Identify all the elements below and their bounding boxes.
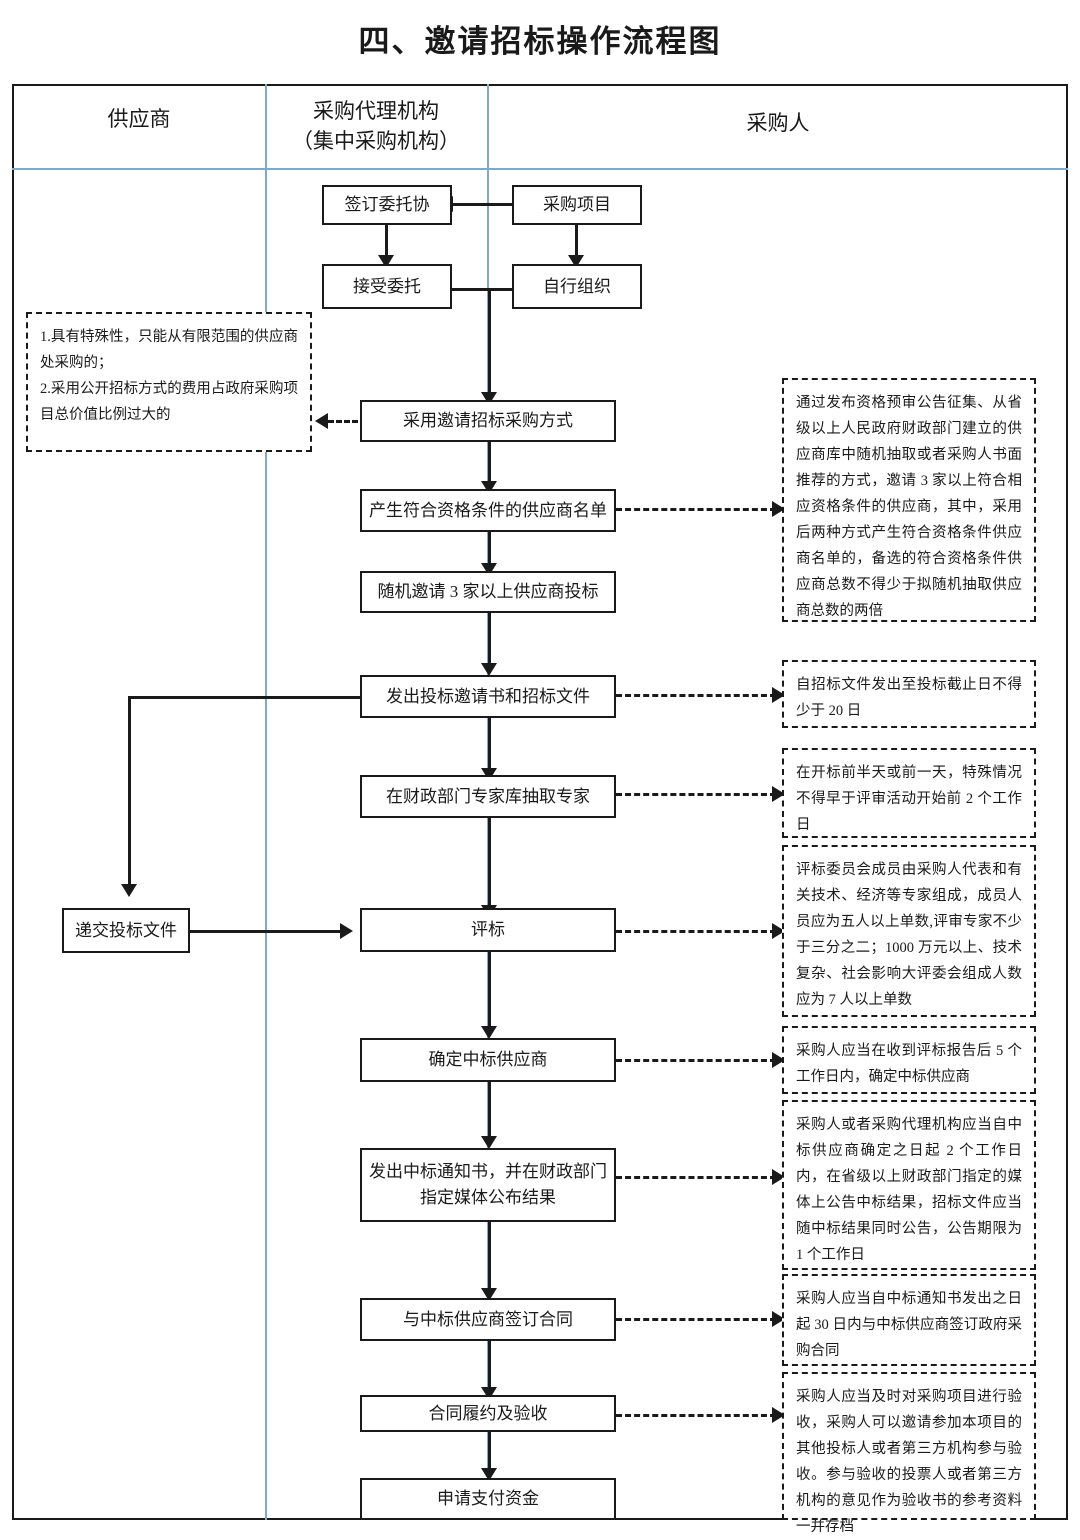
connector-project-to-sign xyxy=(452,203,520,206)
connector-issue-to-experts xyxy=(488,718,491,776)
note-acceptance-rule: 采购人应当及时对采购项目进行验收，采购人可以邀请参加本项目的其他投标人或者第三方… xyxy=(782,1372,1036,1535)
arrow-perform-to-payment xyxy=(481,1468,497,1481)
arrow-notice-to-note xyxy=(772,1169,785,1185)
arrow-issue-to-note xyxy=(772,687,785,703)
lane-header-agency-line1: 采购代理机构 xyxy=(313,99,439,123)
arrow-eval-to-note xyxy=(772,923,785,939)
dconnector-eval-to-note xyxy=(616,930,776,933)
node-qualified-supplier-list[interactable]: 产生符合资格条件的供应商名单 xyxy=(360,489,616,532)
lane-header-agency-line2: （集中采购机构） xyxy=(292,129,460,153)
dconnector-invited-to-left-note xyxy=(328,420,366,423)
lane-header-buyer: 采购人 xyxy=(746,111,810,135)
note-contract-sign-rule: 采购人应当自中标通知书发出之日起 30 日内与中标供应商签订政府采购合同 xyxy=(782,1274,1036,1366)
connector-sign-to-accept xyxy=(385,225,388,263)
node-issue-award-notice-line1: 发出中标通知书，并在财政部门 xyxy=(369,1162,607,1181)
lane-divider-supplier-agency xyxy=(265,84,267,1520)
connector-notice-to-contract xyxy=(488,1222,491,1296)
connector-project-to-self xyxy=(575,225,578,263)
note-determine-winner-rule: 采购人应当在收到评标报告后 5 个工作日内，确定中标供应商 xyxy=(782,1026,1036,1094)
node-determine-winner[interactable]: 确定中标供应商 xyxy=(360,1038,616,1082)
arrow-eval-to-winner xyxy=(481,1026,497,1039)
arrow-winner-to-note xyxy=(772,1052,785,1068)
node-apply-payment[interactable]: 申请支付资金 xyxy=(360,1478,616,1520)
node-issue-award-notice-line2: 指定媒体公布结果 xyxy=(420,1188,556,1207)
note-award-announce-rule: 采购人或者采购代理机构应当自中标供应商确定之日起 2 个工作日内，在省级以上财政… xyxy=(782,1100,1036,1270)
note-bid-deadline-rule: 自招标文件发出至投标截止日不得少于 20 日 xyxy=(782,660,1036,728)
note-expert-draw-rule: 在开标前半天或前一天，特殊情况不得早于评审活动开始前 2 个工作日 xyxy=(782,748,1036,838)
connector-perform-to-payment xyxy=(488,1432,491,1476)
note-evaluation-committee-rule: 评标委员会成员由采购人代表和有关技术、经济等专家组成，成员人员应为五人以上单数,… xyxy=(782,845,1036,1017)
node-submit-bid-docs[interactable]: 递交投标文件 xyxy=(62,908,190,953)
lane-header-supplier: 供应商 xyxy=(107,107,171,131)
lane-header-separator xyxy=(12,168,1068,170)
node-bid-evaluation[interactable]: 评标 xyxy=(360,908,616,952)
note-left-conditions: 1.具有特殊性，只能从有限范围的供应商处采购的； 2.采用公开招标方式的费用占政… xyxy=(26,312,312,452)
dconnector-issue-to-note xyxy=(616,694,776,697)
node-accept-entrust[interactable]: 接受委托 xyxy=(322,264,452,309)
node-contract-performance[interactable]: 合同履约及验收 xyxy=(360,1395,616,1432)
connector-issue-to-submit-h xyxy=(128,696,360,699)
node-sign-contract[interactable]: 与中标供应商签订合同 xyxy=(360,1298,616,1341)
arrow-experts-to-note xyxy=(772,786,785,802)
connector-eval-to-winner xyxy=(488,952,491,1034)
node-purchase-project[interactable]: 采购项目 xyxy=(512,185,642,225)
arrow-issue-to-submit xyxy=(121,884,137,897)
arrow-submit-to-eval xyxy=(340,923,353,939)
arrow-invited-to-left-note xyxy=(315,413,328,429)
node-self-organize[interactable]: 自行组织 xyxy=(512,264,642,309)
connector-winner-to-notice xyxy=(488,1082,491,1144)
node-sign-entrust[interactable]: 签订委托协 xyxy=(322,185,452,225)
arrow-invite3-to-issue xyxy=(481,663,497,676)
connector-invited-to-list xyxy=(488,442,491,490)
connector-invite3-to-issue xyxy=(488,613,491,671)
dconnector-notice-to-note xyxy=(616,1176,776,1179)
dconnector-winner-to-note xyxy=(616,1059,776,1062)
connector-list-to-invite3 xyxy=(488,532,491,572)
dconnector-perform-to-note xyxy=(616,1414,776,1417)
note-qualified-supplier-rule: 通过发布资格预审公告征集、从省级以上人民政府财政部门建立的供应商库中随机抽取或者… xyxy=(782,378,1036,622)
node-issue-invitation-docs[interactable]: 发出投标邀请书和招标文件 xyxy=(360,675,616,718)
dconnector-experts-to-note xyxy=(616,793,776,796)
arrow-perform-to-note xyxy=(772,1407,785,1423)
connector-merge-down xyxy=(488,288,491,400)
connector-contract-to-perform xyxy=(488,1341,491,1395)
node-issue-award-notice[interactable]: 发出中标通知书，并在财政部门 指定媒体公布结果 xyxy=(360,1148,616,1222)
connector-submit-to-eval xyxy=(190,930,342,933)
dconnector-list-to-note xyxy=(616,508,776,511)
page-title: 四、邀请招标操作流程图 xyxy=(358,24,722,59)
dconnector-contract-to-note xyxy=(616,1318,776,1321)
node-draw-experts[interactable]: 在财政部门专家库抽取专家 xyxy=(360,775,616,818)
arrow-contract-to-note xyxy=(772,1311,785,1327)
lane-header-agency: 采购代理机构 （集中采购机构） xyxy=(267,96,485,156)
arrow-notice-to-contract xyxy=(481,1288,497,1301)
node-invite-three-suppliers[interactable]: 随机邀请 3 家以上供应商投标 xyxy=(360,571,616,613)
node-use-invited-bidding[interactable]: 采用邀请招标采购方式 xyxy=(360,400,616,442)
connector-experts-to-eval xyxy=(488,818,491,914)
connector-issue-to-submit-v xyxy=(128,696,131,892)
arrow-list-to-note xyxy=(772,501,785,517)
connector-merge-horizontal xyxy=(452,288,514,291)
arrow-winner-to-notice xyxy=(481,1136,497,1149)
